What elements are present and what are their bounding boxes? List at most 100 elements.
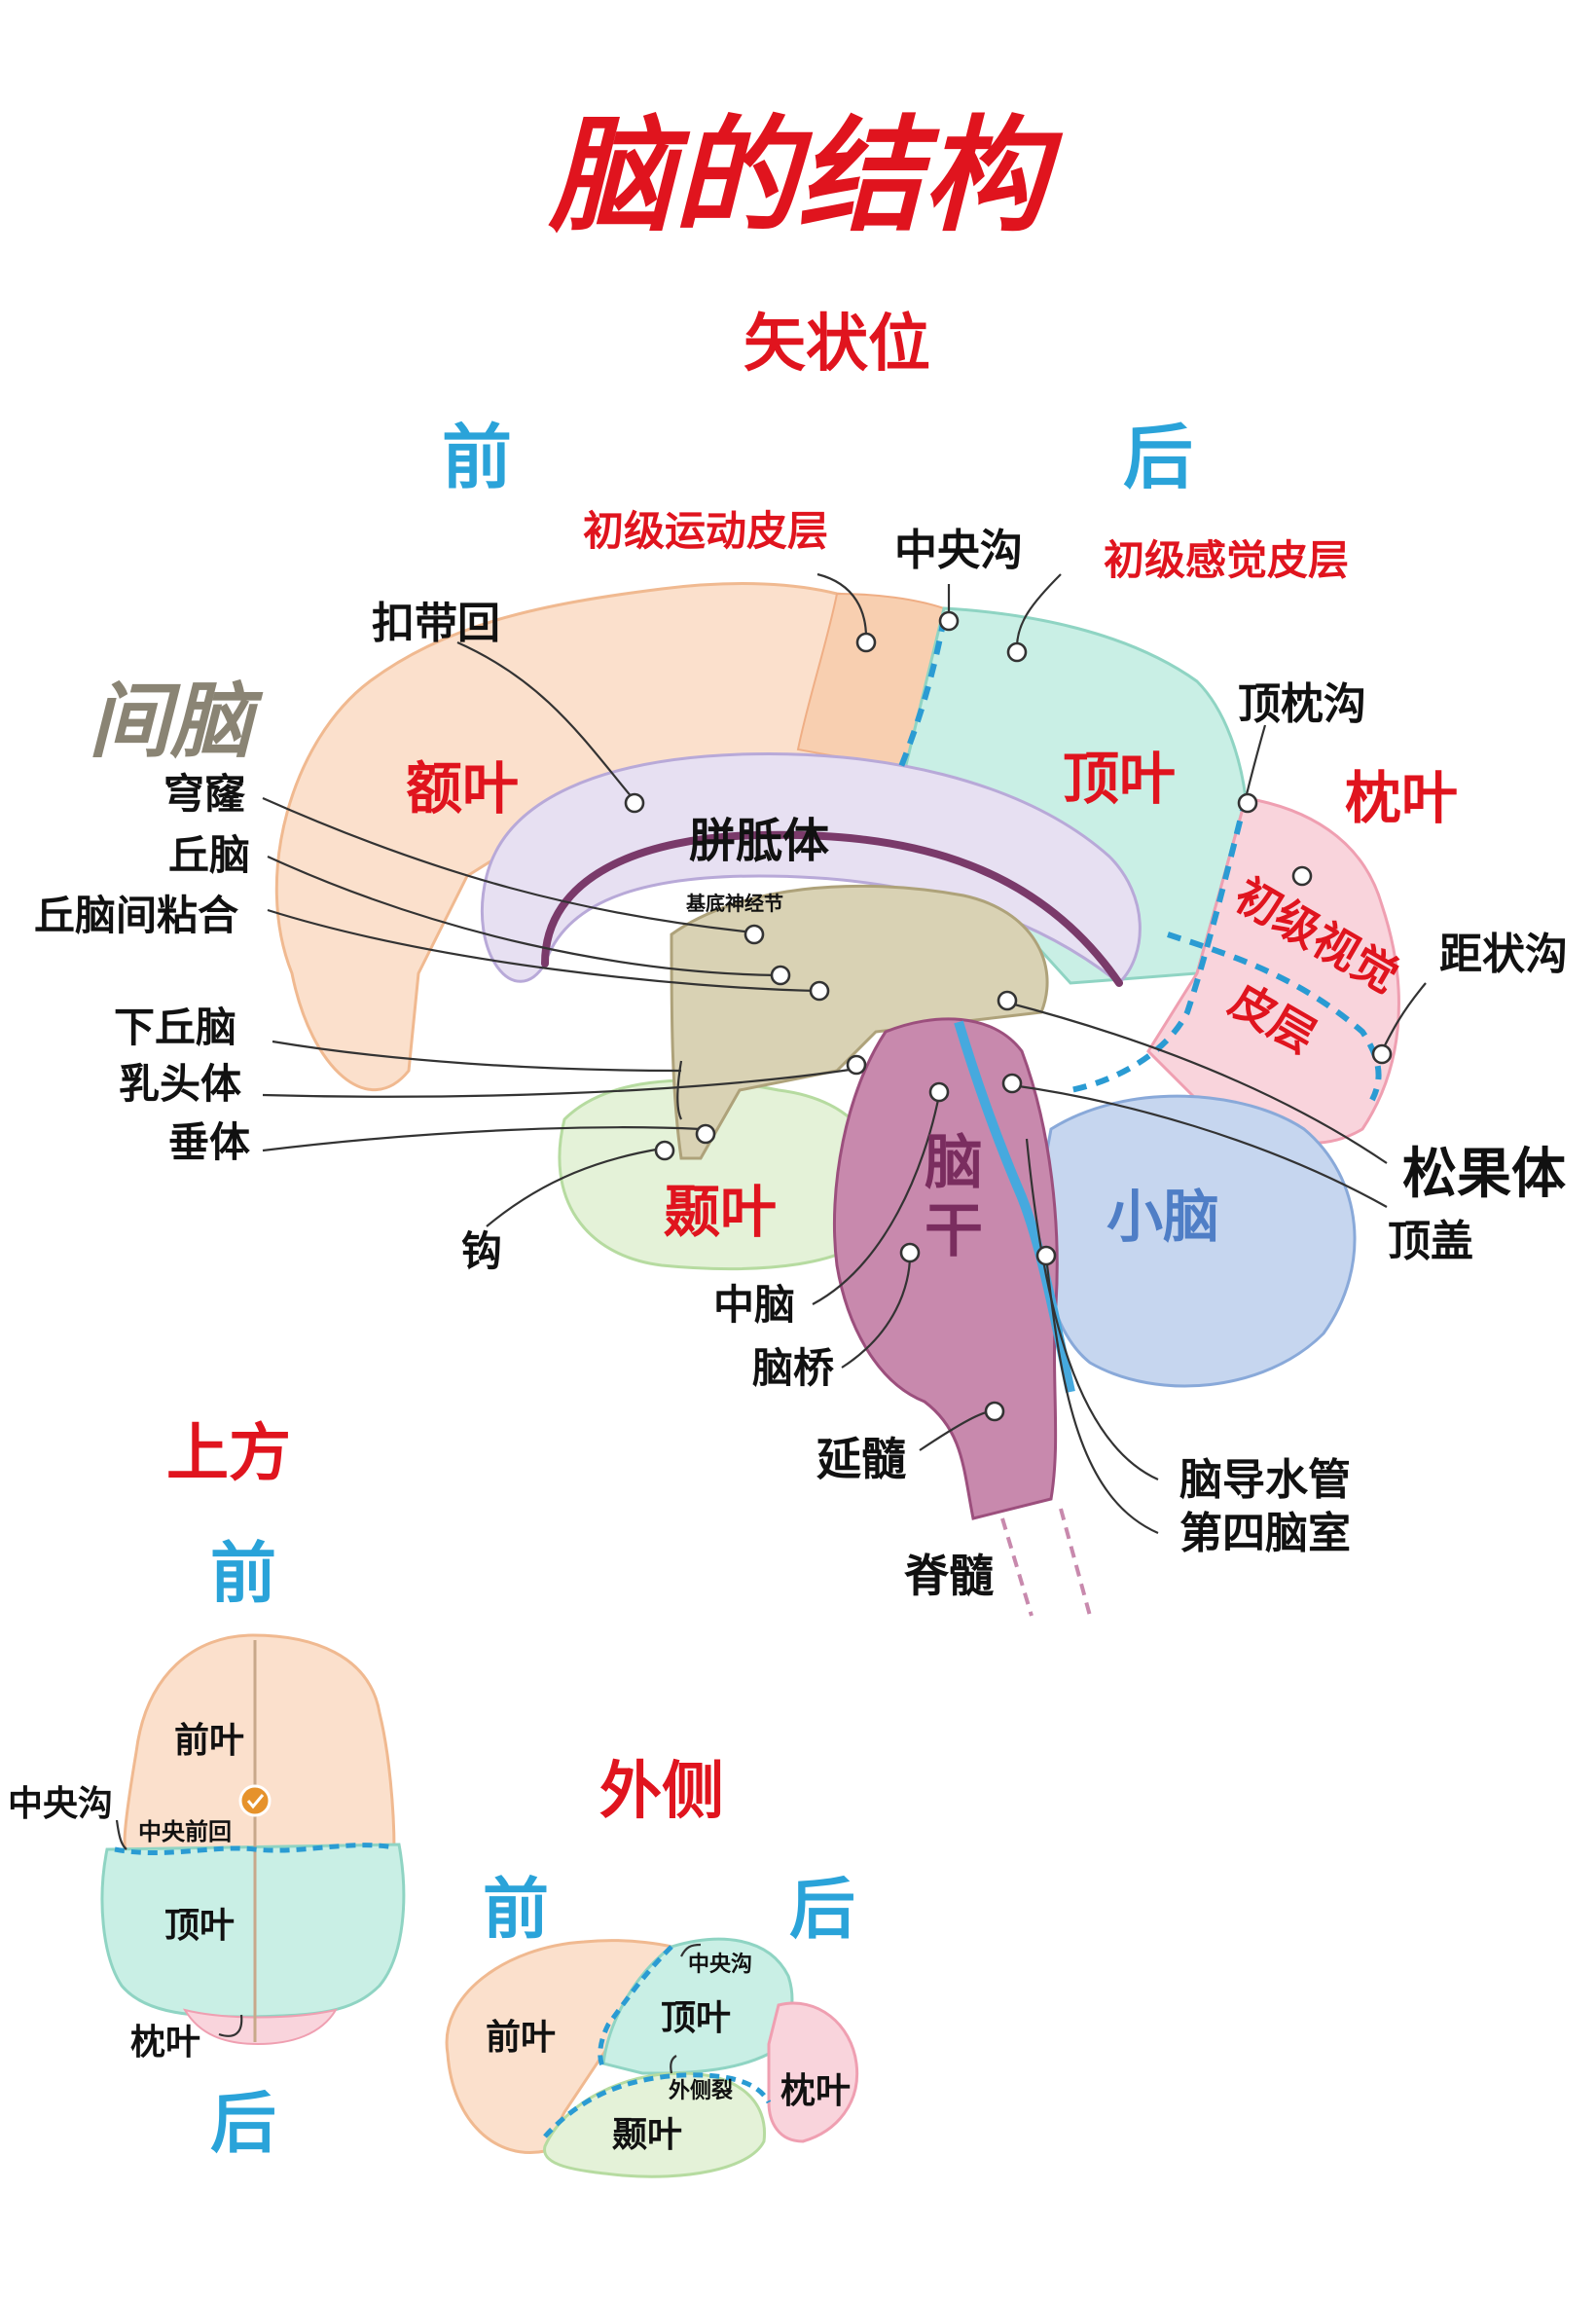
leader-tectum — [1011, 1083, 1388, 1208]
lateral-front-label: 前 — [483, 1872, 549, 1949]
pons-label: 脑桥 — [752, 1344, 834, 1392]
leader-cingulate — [456, 640, 634, 799]
lateral-temporal-label: 颞叶 — [612, 2115, 682, 2155]
leader-uncus — [486, 1147, 663, 1227]
ventricle-channel — [954, 1020, 1075, 1394]
leader-pons — [841, 1255, 912, 1369]
leader-hypothalamus — [272, 1040, 682, 1073]
dot-fourth-ventricle — [1035, 1245, 1057, 1266]
superior-parietal-region — [100, 1843, 406, 2019]
hypothalamus-label: 下丘脑 — [114, 1004, 236, 1051]
lateral-central-sulcus-line — [598, 1945, 673, 2070]
lateral-brain — [445, 1937, 859, 2178]
sagittal-heading: 矢状位 — [744, 309, 930, 381]
lateral-fissure-label: 外侧裂 — [669, 2078, 733, 2103]
superior-parietal-label: 顶叶 — [164, 1906, 235, 1946]
parieto-occipital-sulcus-line — [1070, 797, 1249, 1093]
sagittal-labels: 中央沟 扣带回 顶枕沟 胼胝体 基底神经节 穹窿 丘脑 丘脑间粘合 下丘脑 乳头… — [34, 526, 1568, 1602]
leader-parieto-occipital — [1244, 724, 1267, 799]
midbrain-label: 中脑 — [713, 1281, 795, 1329]
calcarine-sulcus-label: 距状沟 — [1439, 930, 1568, 979]
lateral-parietal-label: 顶叶 — [661, 1998, 731, 2038]
dot-fornix — [744, 924, 765, 945]
leader-aqueduct — [1025, 1138, 1159, 1481]
primary-motor-strip — [796, 592, 946, 771]
sagittal-marker-dots — [624, 610, 1393, 1422]
superior-occipital-label: 枕叶 — [130, 2023, 200, 2063]
lateral-occipital-label: 枕叶 — [780, 2071, 851, 2111]
pituitary-label: 垂体 — [168, 1118, 250, 1166]
leader-fornix — [262, 796, 755, 934]
superior-front-label: 前 — [210, 1536, 276, 1613]
fornix-label: 穹窿 — [163, 770, 246, 818]
thalamus-label: 丘脑 — [168, 831, 250, 879]
spinal-cord-outline — [1000, 1508, 1092, 1617]
dot-primary-motor — [855, 632, 877, 653]
superior-heading: 上方 — [166, 1418, 291, 1490]
basal-ganglia-label: 基底神经节 — [686, 892, 783, 915]
leader-thalamus — [267, 855, 780, 977]
cingulate-gyrus-label: 扣带回 — [372, 599, 500, 648]
leader-mammillary — [262, 1067, 857, 1098]
dot-midbrain — [928, 1081, 950, 1103]
superior-brain — [100, 1633, 406, 2046]
tectum-label: 顶盖 — [1388, 1217, 1473, 1266]
corpus-callosum-label: 胼胝体 — [689, 814, 829, 868]
leader-primary-motor — [816, 572, 868, 639]
leader-lateral-central — [680, 1943, 702, 1957]
dot-pituitary — [695, 1123, 716, 1145]
frontal-lobe-label: 额叶 — [406, 755, 519, 822]
dot-primary-sensory — [1006, 641, 1028, 663]
sagittal-back-label: 后 — [1123, 417, 1193, 498]
mammillary-body-label: 乳头体 — [119, 1060, 241, 1108]
leader-fourth-ventricle — [1044, 1255, 1159, 1535]
superior-back-label: 后 — [210, 2086, 276, 2163]
page-title: 脑的结构 — [548, 104, 1064, 249]
lateral-frontal-label: 前叶 — [486, 2018, 556, 2058]
uncus-label: 钩 — [461, 1227, 502, 1275]
primary-motor-label: 初级运动皮层 — [583, 507, 828, 555]
leader-lateral-fissure — [670, 2055, 677, 2074]
leader-superior-central — [115, 1819, 127, 1850]
superior-precentral-label: 中央前回 — [138, 1818, 232, 1845]
lateral-frontal-region — [445, 1939, 674, 2154]
sagittal-front-label: 前 — [442, 417, 512, 498]
lateral-back-label: 后 — [789, 1872, 855, 1949]
dot-cingulate — [624, 792, 645, 814]
dot-central-sulcus — [938, 610, 960, 632]
corpus-callosum-arch — [541, 830, 1123, 987]
dot-calcarine — [1371, 1043, 1393, 1065]
brainstem-label-1: 脑 — [925, 1129, 983, 1197]
frontal-lobe-region — [274, 582, 926, 1092]
dot-thalamus — [770, 965, 791, 986]
medulla-label: 延髓 — [816, 1433, 906, 1485]
interthalamic-adhesion-label: 丘脑间粘合 — [34, 892, 238, 939]
occipital-lobe-label: 枕叶 — [1345, 765, 1458, 831]
spinal-cord-label: 脊髓 — [904, 1550, 994, 1602]
dot-occipital — [1291, 865, 1313, 887]
superior-central-sulcus-line — [114, 1843, 395, 1855]
calcarine-sulcus-line — [1167, 931, 1382, 1102]
leader-midbrain — [812, 1094, 941, 1305]
dot-mammillary — [846, 1054, 867, 1076]
fourth-ventricle-label: 第四脑室 — [1179, 1509, 1351, 1558]
dot-uncus — [654, 1140, 675, 1161]
check-icon — [238, 1784, 272, 1817]
dot-tectum — [1001, 1073, 1023, 1094]
primary-sensory-label: 初级感觉皮层 — [1104, 536, 1349, 584]
pineal-label: 松果体 — [1402, 1143, 1566, 1206]
parieto-occipital-sulcus-label: 顶枕沟 — [1238, 679, 1366, 729]
lateral-occipital-region — [767, 2001, 859, 2143]
lateral-central-sulcus-label: 中央沟 — [688, 1952, 752, 1977]
dot-interthalamic — [809, 980, 830, 1002]
lateral-heading: 外侧 — [599, 1756, 724, 1828]
sagittal-brain — [274, 582, 1400, 1617]
central-sulcus-line — [897, 617, 947, 771]
temporal-lobe-label: 颞叶 — [664, 1179, 777, 1245]
check-icon-mark — [246, 1794, 265, 1809]
superior-frontal-label: 前叶 — [174, 1721, 244, 1761]
lateral-fissure-line — [543, 2072, 772, 2138]
cerebellum-label: 小脑 — [1106, 1184, 1219, 1250]
leader-interthalamic — [267, 908, 818, 993]
